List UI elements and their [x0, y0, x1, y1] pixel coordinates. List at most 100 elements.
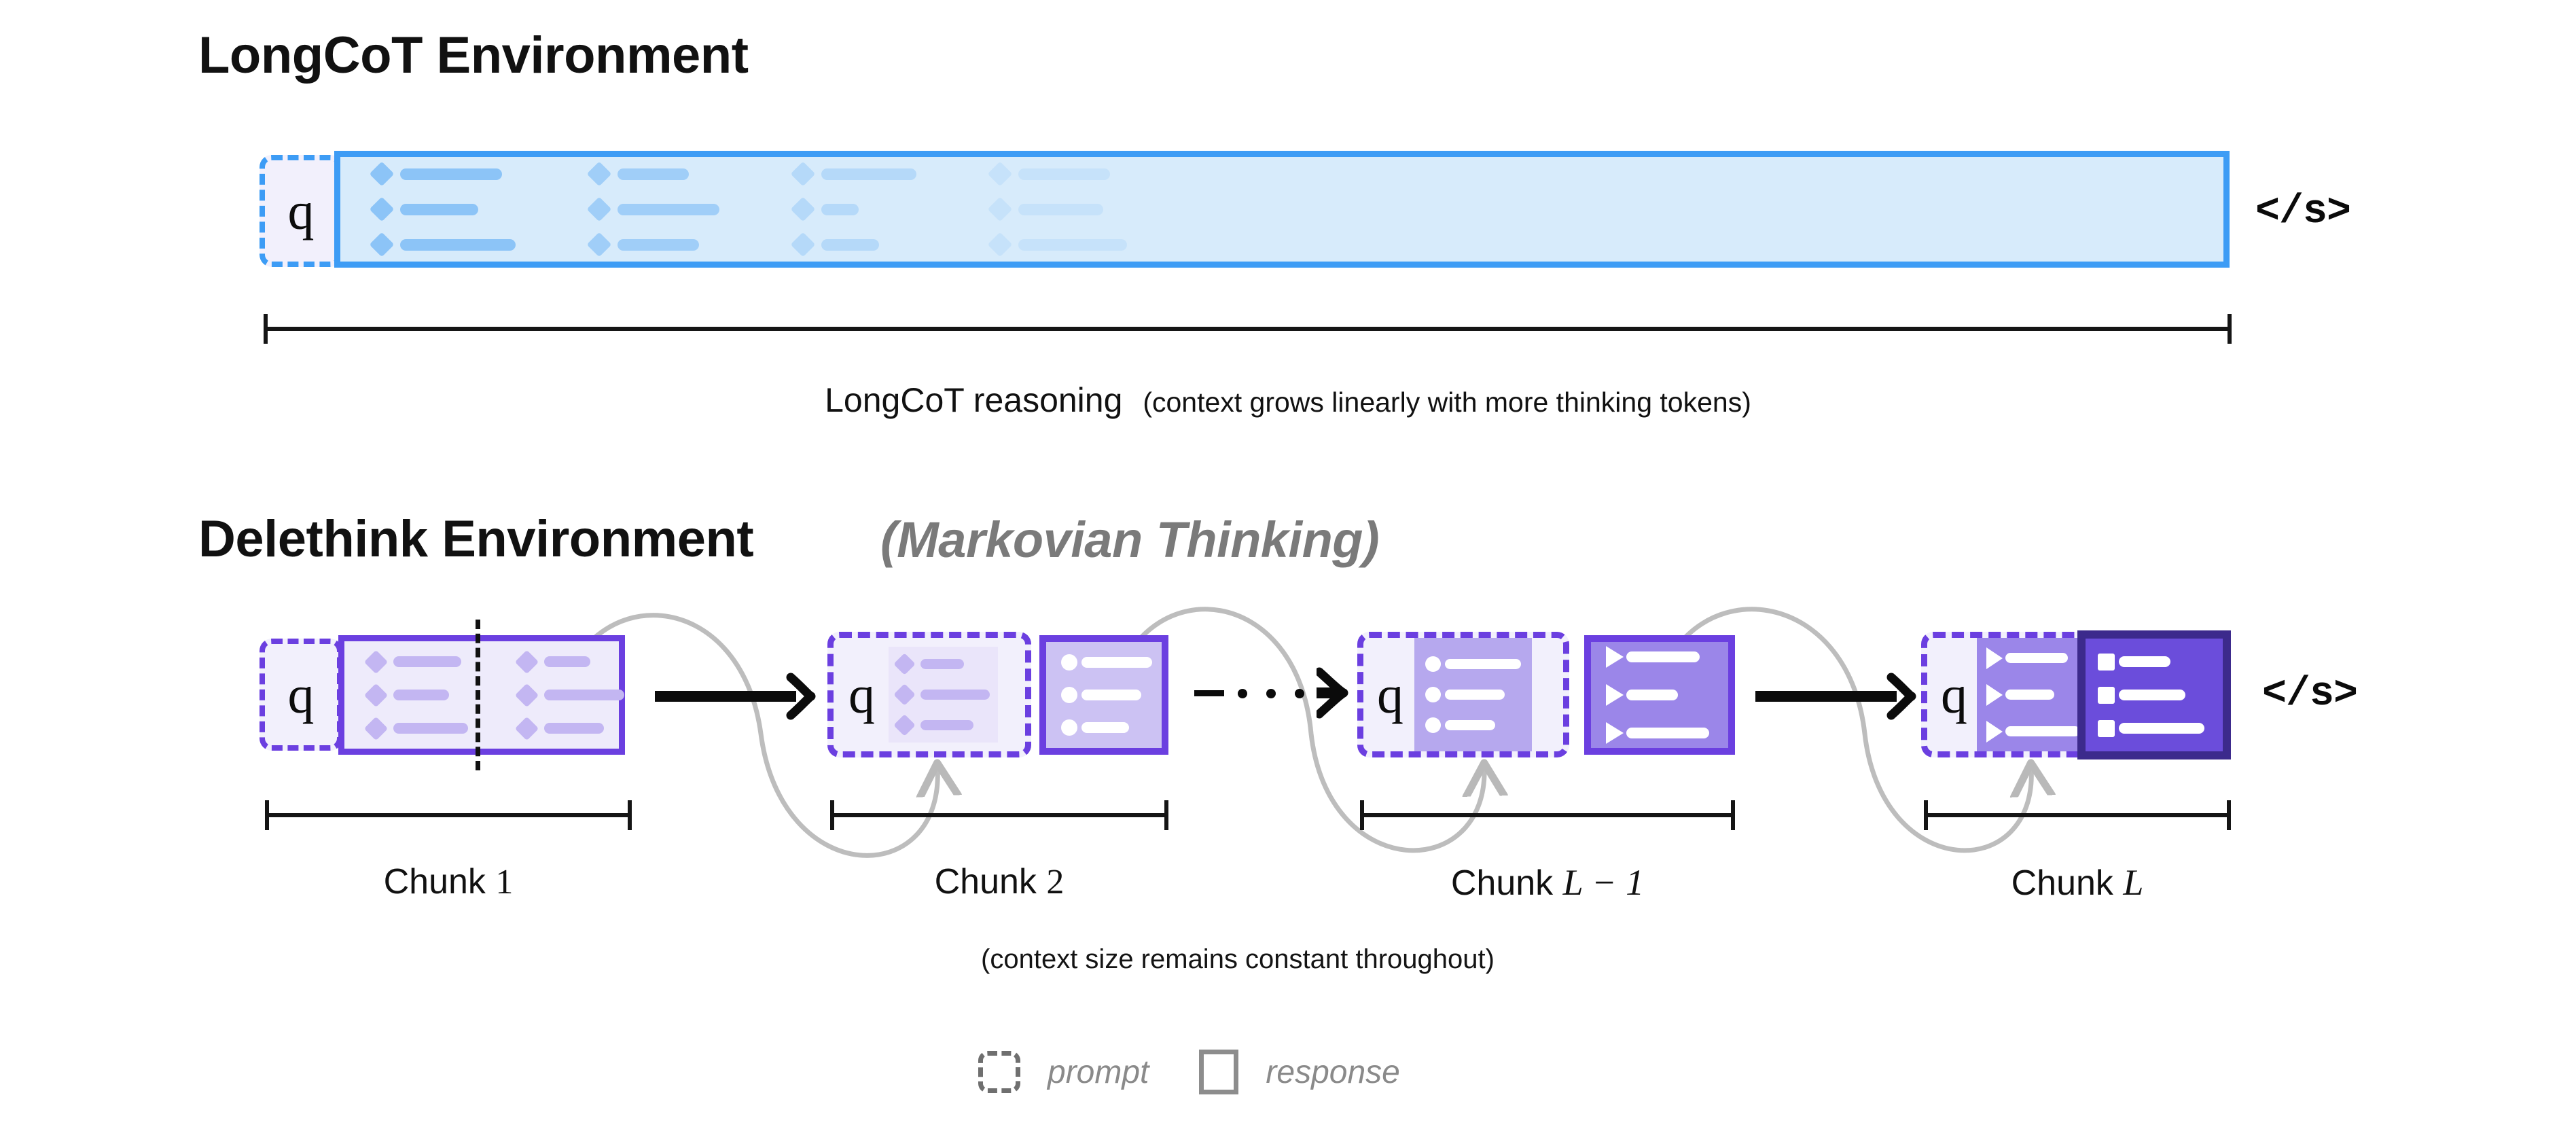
circle-bullet-icon [1425, 717, 1441, 733]
chunk-2-label: Chunk 2 [830, 861, 1168, 902]
bullet-row [514, 649, 624, 674]
bullet-line [618, 203, 719, 215]
bullet-line [821, 238, 879, 251]
chunk-label-index: L − 1 [1562, 862, 1645, 903]
bullet-row [586, 232, 719, 257]
bullet-row [2098, 653, 2223, 671]
diamond-bullet-icon [586, 196, 612, 222]
bullet-line [821, 203, 859, 215]
diamond-bullet-icon [790, 232, 816, 257]
bullet-line [1081, 722, 1129, 733]
bullet-line [1445, 659, 1521, 669]
ellipsis-dot [1266, 689, 1276, 698]
chunk-label-index: 2 [1046, 863, 1065, 901]
bullet-line [393, 723, 468, 734]
ellipsis-dot [1295, 689, 1304, 698]
legend-response-label: response [1266, 1054, 1400, 1090]
bracket-cap-left [265, 800, 269, 830]
chunk-1-prompt-box: q [260, 639, 342, 751]
legend-prompt-label: prompt [1048, 1054, 1149, 1090]
chunk-3-label: Chunk L − 1 [1360, 861, 1735, 904]
delethink-section-title: Delethink Environment [198, 510, 754, 568]
chunk-1-label: Chunk 1 [265, 861, 632, 902]
longcot-bullet-group [790, 161, 916, 257]
bullet-row [363, 649, 468, 674]
bullet-row [514, 683, 624, 707]
diamond-bullet-icon [514, 716, 539, 740]
chunk-1-prompt-glyph: q [287, 664, 315, 724]
ellipsis-dash [1194, 690, 1224, 696]
chunk-3-prompt-box: q [1357, 632, 1569, 757]
bracket-bar [265, 813, 632, 817]
bullet-line [393, 690, 449, 700]
square-bullet-icon [2098, 653, 2115, 671]
chunk-3-carry-region [1414, 638, 1532, 751]
longcot-section-title: LongCoT Environment [198, 26, 749, 84]
chunk-1-split-divider [476, 620, 480, 770]
bracket-bar [830, 813, 1168, 817]
bullet-row [1425, 717, 1521, 733]
bullet-row [987, 232, 1127, 257]
bullet-line [1626, 728, 1709, 738]
bullet-row [2098, 686, 2223, 704]
bullet-line [2119, 656, 2170, 667]
bullet-line [2005, 726, 2080, 736]
bullet-group [363, 649, 468, 740]
bracket-cap-left [1360, 800, 1364, 830]
bullet-line [2119, 690, 2185, 700]
diamond-bullet-icon [369, 232, 395, 257]
diamond-bullet-icon [893, 653, 916, 675]
diamond-bullet-icon [893, 683, 916, 706]
legend: prompt response [978, 1050, 1400, 1094]
bullet-row [893, 653, 990, 675]
chunk-label-index: 1 [495, 863, 514, 901]
bullet-line [400, 168, 502, 180]
chunk-3-response-box [1584, 635, 1735, 755]
bullet-line [618, 238, 699, 251]
circle-bullet-icon [1425, 687, 1441, 702]
longcot-prompt-glyph: q [287, 181, 315, 240]
bracket-cap-right [1164, 800, 1168, 830]
bullet-row [1986, 720, 2080, 743]
ellipsis-arrowhead [1317, 667, 1348, 719]
chunk-4-label: Chunk L [1924, 861, 2231, 904]
bracket-cap-left [830, 800, 834, 830]
chunk-label-prefix: Chunk [2011, 863, 2124, 903]
triangle-bullet-icon [1986, 647, 2003, 669]
longcot-bullet-group [987, 161, 1127, 257]
bullet-line [1445, 690, 1505, 700]
chunk-4-bracket [1924, 800, 2231, 830]
circle-bullet-icon [1061, 687, 1077, 703]
bullet-row [1606, 646, 1728, 668]
bullet-row [1986, 683, 2080, 706]
chunk-2-bullet-area [1046, 654, 1162, 736]
bracket-cap-right [2228, 314, 2232, 344]
bullet-line [920, 690, 990, 700]
chunk-1-to-2-arrow [655, 673, 816, 720]
longcot-caption-paren: (context grows linearly with more thinki… [1143, 387, 1751, 418]
bullet-line [544, 690, 624, 700]
bullet-row [514, 716, 624, 740]
longcot-bullet-group [369, 161, 516, 257]
bullet-line [544, 723, 604, 734]
chunk-2-prompt-box: q [827, 632, 1031, 757]
chunk-1-response-box [338, 635, 625, 755]
diamond-bullet-icon [790, 161, 816, 187]
diamond-bullet-icon [987, 196, 1013, 222]
bracket-bar [1360, 813, 1735, 817]
diamond-bullet-icon [363, 683, 389, 707]
delethink-end-token: </s> [2262, 671, 2358, 717]
bullet-line [618, 168, 689, 180]
chunk-4-carry-region [1977, 638, 2090, 751]
bullet-line [393, 656, 461, 667]
delethink-caption: (context size remains constant throughou… [981, 944, 1495, 974]
bullet-row [1986, 647, 2080, 669]
bullet-line [1081, 690, 1141, 700]
chunk-4-prompt-glyph: q [1941, 664, 1967, 724]
bullet-row [790, 161, 916, 187]
bracket-cap-right [628, 800, 632, 830]
diamond-bullet-icon [363, 649, 389, 674]
chunk-3-bullet-area [1591, 646, 1728, 744]
bullet-line [821, 168, 916, 180]
bullet-line [1626, 651, 1700, 662]
